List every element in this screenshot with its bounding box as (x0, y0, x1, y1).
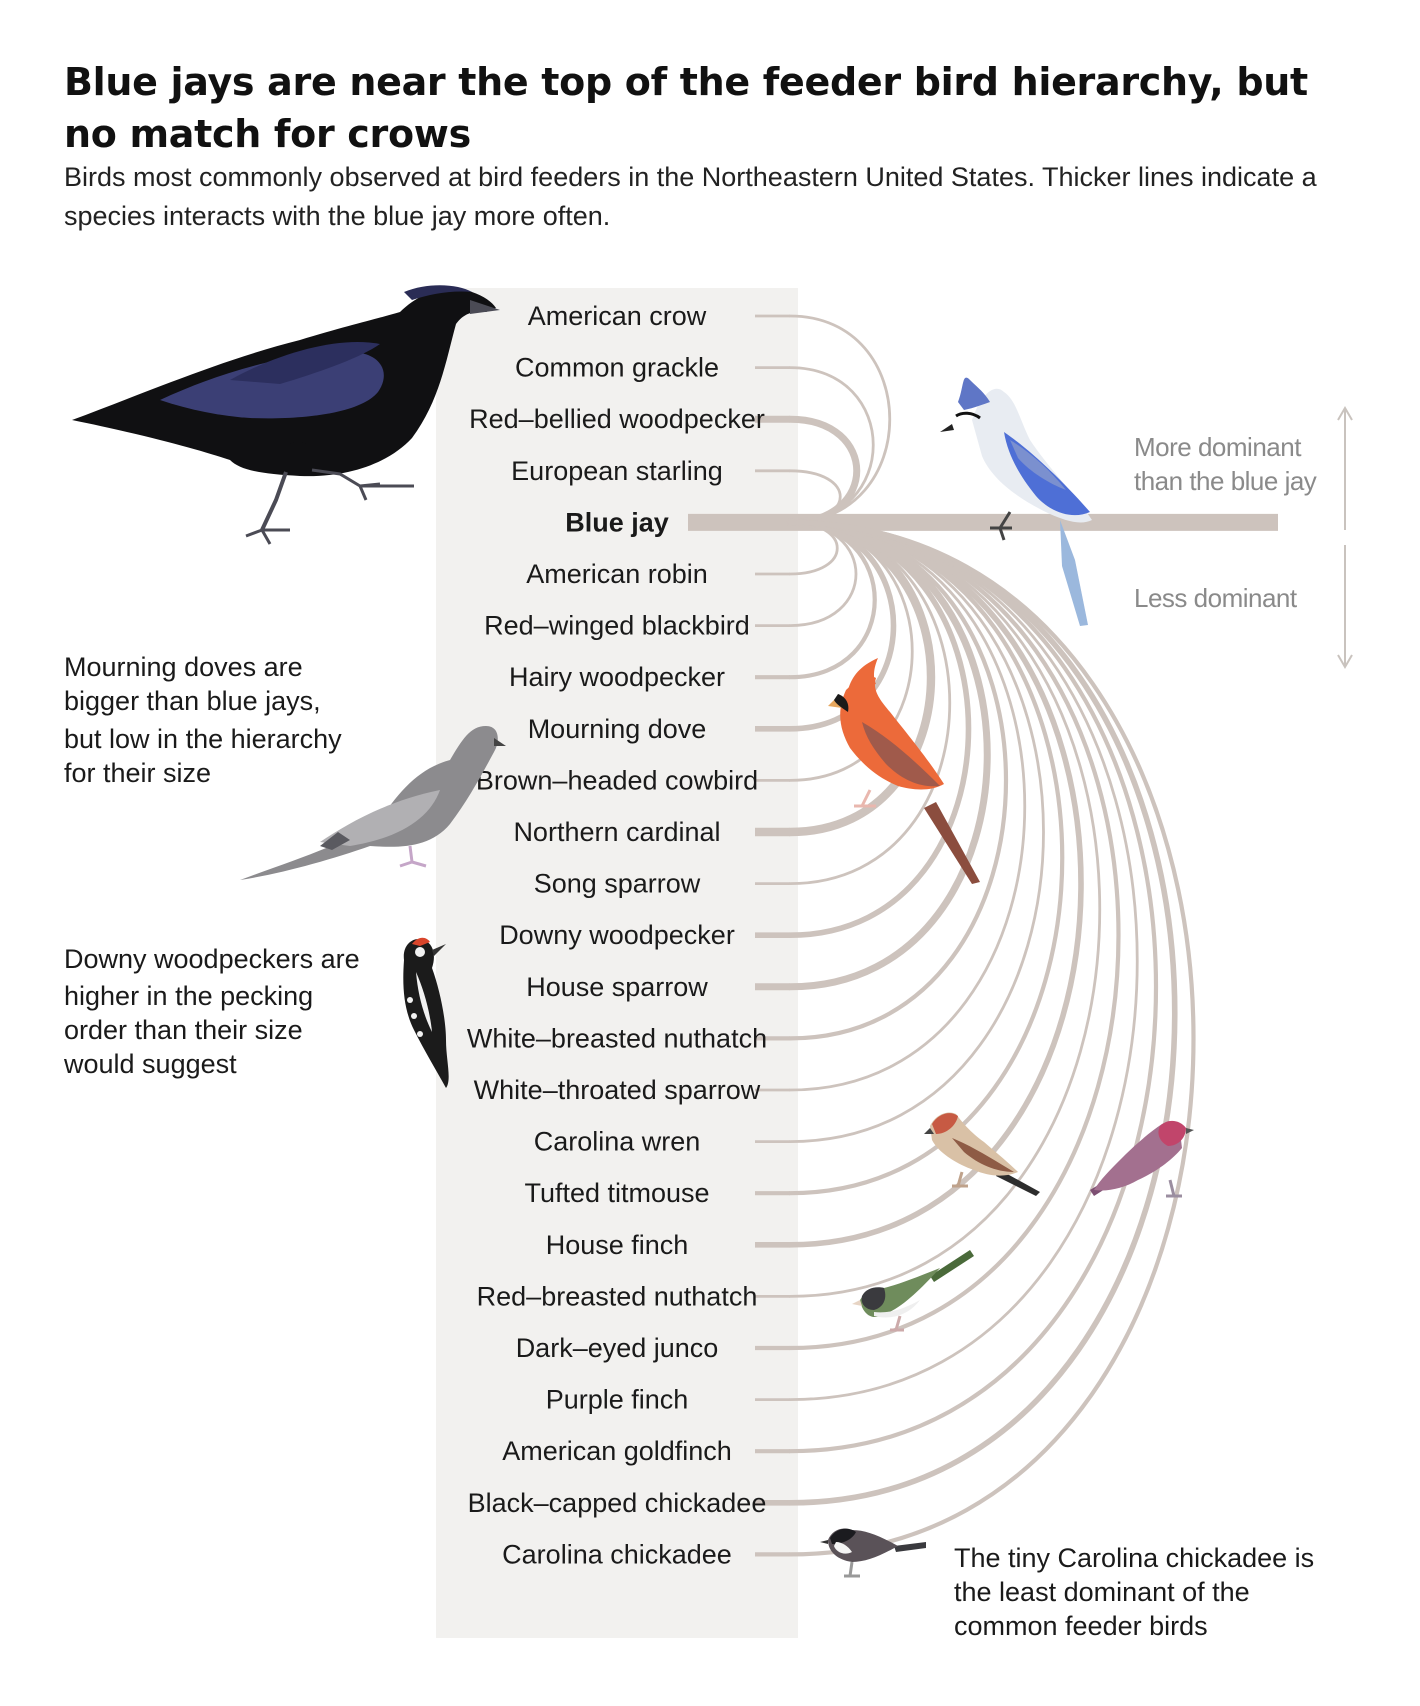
downy-woodpecker-note-line4: would suggest (63, 1049, 237, 1079)
species-label-american-robin: American robin (526, 559, 708, 589)
mourning-dove-note-line1: Mourning doves are (64, 652, 303, 682)
label-panel (436, 288, 798, 1638)
mourning-dove-annotation: Mourning doves are bigger than blue jays… (64, 652, 342, 788)
species-label-tufted-titmouse: Tufted titmouse (524, 1178, 709, 1208)
mourning-dove-note-line2: bigger than blue jays, (64, 686, 321, 716)
arc-white-throated-sparrow (788, 521, 1026, 1092)
species-label-downy-woodpecker: Downy woodpecker (499, 920, 735, 950)
chart-title: Blue jays are near the top of the feeder… (64, 60, 1308, 156)
arc-tufted-titmouse (787, 520, 1065, 1196)
northern-cardinal-illustration (828, 658, 980, 884)
species-label-red-bellied-woodpecker: Red–bellied woodpecker (469, 404, 765, 434)
arc-black-capped-chickadee (787, 519, 1178, 1506)
less-dominant-label: Less dominant (1134, 583, 1298, 613)
species-label-house-finch: House finch (546, 1230, 689, 1260)
species-label-american-goldfinch: American goldfinch (502, 1436, 732, 1466)
carolina-chickadee-annotation: The tiny Carolina chickadee is the least… (954, 1543, 1314, 1641)
species-label-red-breasted-nuthatch: Red–breasted nuthatch (477, 1281, 758, 1311)
species-label-purple-finch: Purple finch (546, 1385, 689, 1415)
arc-american-goldfinch (787, 520, 1159, 1454)
downy-woodpecker-note-line2: higher in the pecking (64, 981, 313, 1011)
carolina-chickadee-note-line3: common feeder birds (954, 1611, 1208, 1641)
species-label-mourning-dove: Mourning dove (528, 714, 707, 744)
more-dominant-label-line1: More dominant (1134, 432, 1302, 462)
carolina-chickadee-note-line1: The tiny Carolina chickadee is (954, 1543, 1314, 1573)
species-label-white-throated-sparrow: White–throated sparrow (474, 1075, 761, 1105)
species-label-black-capped-chickadee: Black–capped chickadee (468, 1488, 767, 1518)
downy-woodpecker-illustration (403, 937, 449, 1088)
arc-dark-eyed-junco (787, 520, 1121, 1351)
more-dominant-label-line2: than the blue jay (1134, 466, 1317, 496)
downy-woodpecker-note-line3: order than their size (64, 1015, 303, 1045)
arc-common-grackle (788, 366, 875, 524)
species-label-hairy-woodpecker: Hairy woodpecker (509, 662, 725, 692)
house-finch-illustration (924, 1112, 1040, 1196)
downy-woodpecker-annotation: Downy woodpeckers are higher in the peck… (63, 944, 360, 1079)
chart-subtitle: Birds most commonly observed at bird fee… (64, 162, 1317, 231)
carolina-chickadee-note-line2: the least dominant of the (954, 1577, 1250, 1607)
species-label-white-breasted-nuthatch: White–breasted nuthatch (467, 1023, 767, 1053)
species-label-blue-jay: Blue jay (565, 507, 669, 537)
arc-house-finch (787, 519, 1084, 1248)
arc-carolina-wren (788, 521, 1045, 1143)
species-label-northern-cardinal: Northern cardinal (513, 817, 720, 847)
mourning-dove-note-line3: but low in the hierarchy (64, 724, 342, 754)
mourning-dove-illustration (240, 726, 506, 880)
species-label-common-grackle: Common grackle (515, 353, 719, 383)
arc-northern-cardinal (785, 518, 936, 837)
species-label-american-crow: American crow (528, 301, 707, 331)
purple-finch-illustration (1090, 1120, 1194, 1198)
downy-woodpecker-note-line1: Downy woodpeckers are (64, 944, 360, 974)
species-label-european-starling: European starling (511, 456, 723, 486)
dominance-scale: More dominant than the blue jay Less dom… (1134, 406, 1353, 669)
arc-house-sparrow (786, 518, 991, 991)
carolina-chickadee-illustration (820, 1528, 926, 1578)
american-crow-illustration (72, 285, 500, 545)
species-label-brown-headed-cowbird: Brown–headed cowbird (476, 765, 758, 795)
species-label-carolina-wren: Carolina wren (534, 1127, 701, 1157)
species-label-red-winged-blackbird: Red–winged blackbird (484, 611, 750, 641)
arc-red-breasted-nuthatch (788, 521, 1102, 1298)
blue-jay-illustration (940, 377, 1092, 626)
mourning-dove-note-line4: for their size (64, 758, 211, 788)
dark-eyed-junco-illustration (852, 1250, 974, 1332)
species-label-carolina-chickadee: Carolina chickadee (502, 1539, 732, 1569)
arc-purple-finch (788, 521, 1139, 1401)
species-label-dark-eyed-junco: Dark–eyed junco (516, 1333, 719, 1363)
arc-carolina-chickadee (787, 520, 1196, 1557)
species-label-house-sparrow: House sparrow (526, 972, 708, 1002)
species-label-song-sparrow: Song sparrow (534, 869, 701, 899)
interaction-arcs (688, 314, 1278, 1557)
arc-white-breasted-nuthatch (787, 520, 1009, 1041)
